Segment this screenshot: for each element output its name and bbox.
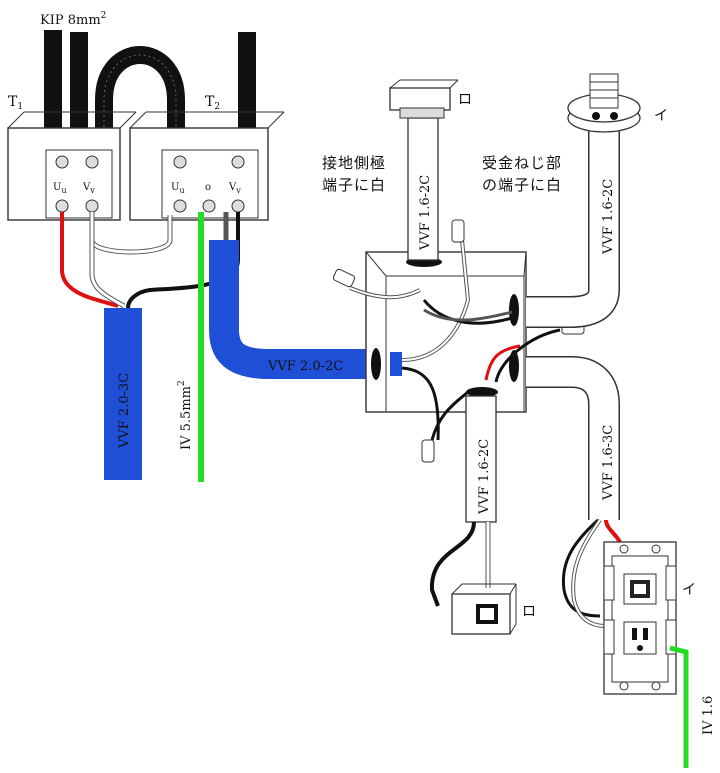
- kip-label: KIP 8mm2: [40, 11, 106, 28]
- knockout: [466, 387, 498, 397]
- connector-icon: [421, 439, 435, 463]
- junction-box: [365, 251, 527, 413]
- terminal-u-label: Uu: [171, 182, 185, 195]
- iv-1-6-label: IV 1.6: [701, 696, 716, 735]
- knockout: [371, 348, 381, 380]
- cable-vvf-2-0-2c: [209, 240, 402, 379]
- cable-vvf-2-0-3c: [104, 308, 142, 480]
- vvf-2-0-2c-label: VVF 2.0-2C: [267, 359, 343, 374]
- vvf-1-6-2c-bottom-label: VVF 1.6-2C: [477, 439, 492, 515]
- white-wire: [89, 212, 126, 309]
- red-wire: [60, 212, 119, 308]
- terminal-block-t1: Uu Vv: [7, 111, 137, 221]
- kip-cable-3: [238, 32, 256, 152]
- screw-icon: [173, 199, 187, 213]
- screw-icon: [85, 199, 99, 213]
- kip-cable-2: [70, 32, 88, 152]
- vvf-2-0-3c-label: VVF 2.0-3C: [117, 373, 132, 449]
- t2-label: T2: [205, 94, 220, 112]
- note-ground-line2: 端子に白: [322, 176, 386, 194]
- screw-icon: [231, 155, 245, 169]
- screw-icon: [55, 155, 69, 169]
- note-socket-line2: の端子に白: [482, 176, 562, 194]
- black-wire: [561, 518, 601, 618]
- screw-icon: [85, 155, 99, 169]
- black-wire: [429, 521, 476, 607]
- cable-vvf-1-6-2c-bottom: [465, 395, 497, 523]
- vvf-1-6-3c-label: VVF 1.6-3C: [601, 425, 616, 501]
- green-wire-iv-1-6: [669, 645, 689, 768]
- lamp-holder-i: [567, 73, 641, 133]
- t1-label: T1: [8, 94, 23, 112]
- knockout: [509, 294, 519, 326]
- screw-icon: [202, 199, 216, 213]
- switch-ro: [451, 583, 517, 635]
- vvf-1-6-2c-top-label: VVF 1.6-2C: [418, 175, 433, 251]
- red-wire: [604, 519, 622, 544]
- terminal-v-label: Vv: [228, 182, 241, 195]
- terminal-u-label: Uu: [53, 182, 67, 195]
- ceiling-fixture-ro: [389, 79, 459, 119]
- switch-outlet-unit: [603, 541, 677, 695]
- screw-icon: [231, 199, 245, 213]
- i-right-label: イ: [682, 582, 696, 598]
- ro-bottom-label: ロ: [522, 604, 536, 620]
- screw-icon: [173, 155, 187, 169]
- ro-top-label: ロ: [458, 92, 472, 108]
- note-ground-line1: 接地側極: [322, 154, 386, 172]
- kip-cable-1: [44, 30, 62, 152]
- iv-5-5-label: IV 5.5mm2: [177, 380, 194, 450]
- terminal-o-label: o: [205, 182, 211, 193]
- screw-icon: [55, 199, 69, 213]
- i-top-label: イ: [654, 108, 668, 124]
- terminal-block-t2: Uu o Vv: [129, 111, 285, 221]
- note-socket-line1: 受金ねじ部: [482, 154, 562, 172]
- terminal-v-label: Vv: [82, 182, 95, 195]
- cable-vvf-1-6-2c-top: [407, 117, 439, 261]
- switch-module-icon: [623, 573, 657, 605]
- connector-icon: [332, 268, 356, 288]
- connector-icon: [451, 219, 465, 243]
- vvf-1-6-2c-right-label: VVF 1.6-2C: [601, 179, 616, 255]
- kip-cables: [44, 30, 256, 152]
